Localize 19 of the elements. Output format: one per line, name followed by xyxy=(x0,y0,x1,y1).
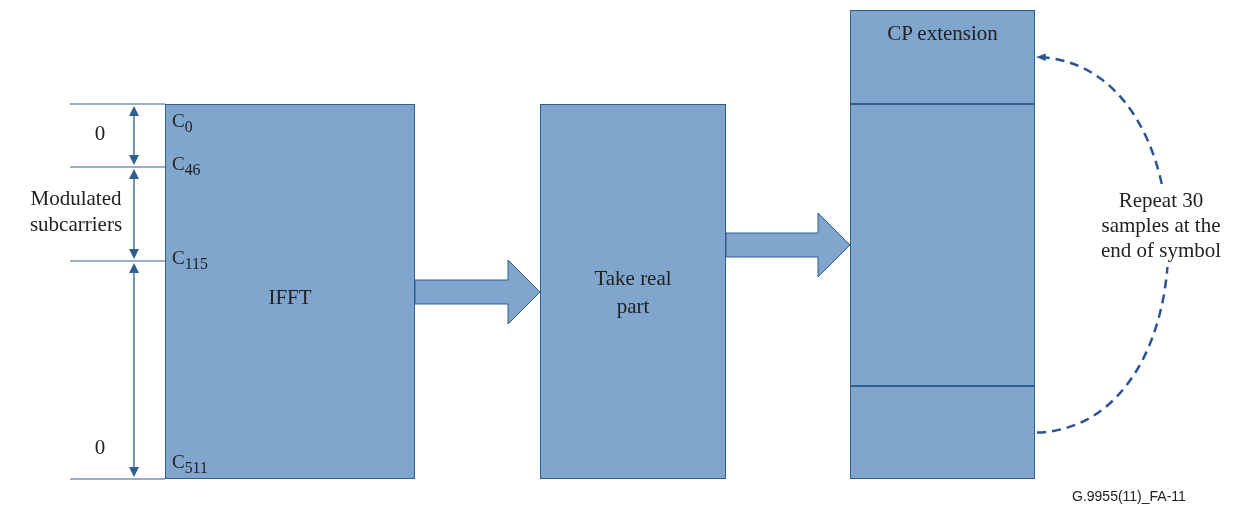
cp-extension-box xyxy=(850,10,1035,104)
dimension-value: 0 xyxy=(93,120,107,146)
block-arrow xyxy=(725,212,851,278)
figure-id: G.9955(11)_FA-11 xyxy=(1072,487,1186,506)
subcarrier-index: C$_{511}$ xyxy=(172,451,208,478)
ifft-box xyxy=(165,104,415,479)
subcarrier-index: C$_{115}$ xyxy=(172,247,208,274)
process-box xyxy=(540,104,726,479)
dimension-value: 0 xyxy=(93,434,107,460)
node-text: Take real part xyxy=(593,264,673,320)
edge-label: Repeat 30 samples at the end of symbol xyxy=(1100,184,1222,267)
symbol-tail-box xyxy=(850,386,1035,479)
symbol-body-box xyxy=(850,104,1035,386)
subcarrier-index: C$_{46}$ xyxy=(172,153,201,180)
block-arrow xyxy=(414,259,541,325)
node-text: IFFT xyxy=(268,284,312,311)
dimension-label: Modulated subcarriers xyxy=(28,185,124,237)
subcarrier-index: C$_{0}$ xyxy=(172,110,193,137)
node-text: CP extension xyxy=(887,20,998,47)
